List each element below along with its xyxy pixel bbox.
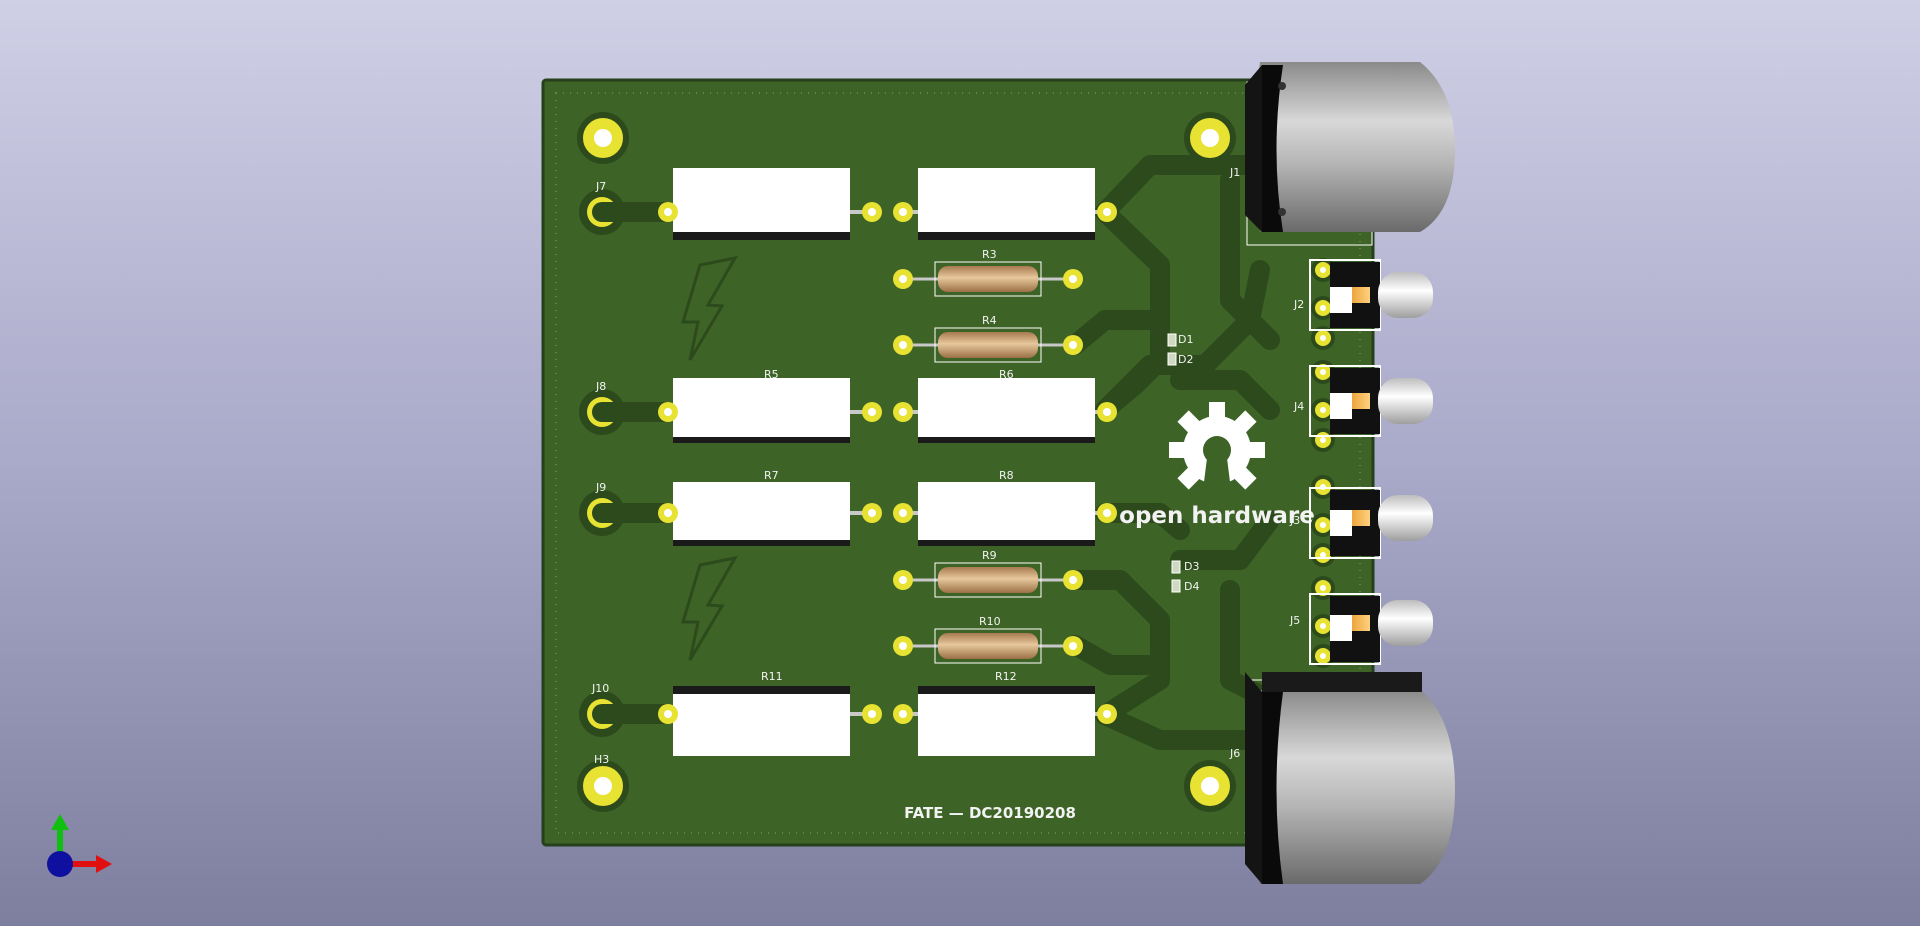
rca-jacks <box>1309 258 1433 668</box>
label-j4: J4 <box>1293 400 1304 413</box>
open-hardware-logo: open hardware <box>1119 402 1315 529</box>
mounting-hole-bottom-left <box>577 760 629 812</box>
label-h3: H3 <box>594 753 609 766</box>
label-r8: R8 <box>999 469 1014 482</box>
orientation-axes <box>47 814 112 877</box>
power-resistor-top-right <box>893 168 1117 240</box>
z-axis-marker <box>47 851 73 877</box>
diode-d1 <box>1167 333 1177 347</box>
power-resistor-r8 <box>893 482 1117 546</box>
logo-text: open hardware <box>1119 503 1315 529</box>
hazard-symbol-top <box>680 255 738 361</box>
diode-d2 <box>1167 352 1177 366</box>
axial-resistor-r10 <box>893 628 1083 664</box>
mounting-hole-top-left <box>577 112 629 164</box>
label-j5: J5 <box>1289 614 1300 627</box>
diode-d3 <box>1171 560 1181 574</box>
connector-j6 <box>1245 672 1455 884</box>
rca-jack-j5 <box>1309 576 1433 668</box>
label-j1: J1 <box>1229 166 1240 179</box>
power-resistor-r5 <box>658 378 882 443</box>
diode-d4 <box>1171 579 1181 593</box>
power-resistor-r11 <box>658 686 882 756</box>
power-resistor-top-left <box>658 168 882 240</box>
label-r7: R7 <box>764 469 779 482</box>
silkscreen-labels: J7 J8 J9 J10 H3 R3 R4 R5 R6 R7 R8 R9 R10… <box>591 166 1304 766</box>
label-j9: J9 <box>595 481 606 494</box>
label-d2: D2 <box>1178 353 1193 366</box>
connector-j1 <box>1245 62 1455 246</box>
power-resistors <box>658 168 1117 756</box>
label-r3: R3 <box>982 248 997 261</box>
gear-icon <box>1169 402 1265 490</box>
label-d1: D1 <box>1178 333 1193 346</box>
x-axis-arrowhead <box>96 855 112 873</box>
axial-resistor-r3 <box>893 261 1083 297</box>
rca-jack-j4 <box>1309 360 1433 452</box>
power-resistor-r12 <box>893 686 1117 756</box>
hazard-symbol-bottom <box>680 555 738 661</box>
mounting-hole-bottom-right <box>1184 760 1236 812</box>
mounting-holes <box>577 112 1236 812</box>
label-r9: R9 <box>982 549 997 562</box>
label-j8: J8 <box>595 380 606 393</box>
board-footer-text: FATE — DC20190208 <box>904 804 1076 822</box>
copper-traces <box>1065 155 1280 750</box>
power-resistor-r6 <box>893 378 1117 443</box>
terminal-pads <box>579 189 678 737</box>
axial-resistor-r4 <box>893 327 1083 363</box>
axial-resistor-r9 <box>893 562 1083 598</box>
power-resistor-r7 <box>658 482 882 546</box>
label-r5: R5 <box>764 368 779 381</box>
rca-jack-j3 <box>1309 475 1433 567</box>
label-r4: R4 <box>982 314 997 327</box>
label-d4: D4 <box>1184 580 1199 593</box>
smd-diodes <box>1167 333 1181 593</box>
label-r6: R6 <box>999 368 1014 381</box>
label-d3: D3 <box>1184 560 1199 573</box>
label-j10: J10 <box>591 682 609 695</box>
mounting-hole-top-right <box>1184 112 1236 164</box>
axial-resistors <box>893 261 1083 664</box>
y-axis-arrowhead <box>51 814 69 830</box>
board-edge-vias <box>555 92 1361 834</box>
label-j6: J6 <box>1229 747 1240 760</box>
label-j2: J2 <box>1293 298 1304 311</box>
label-r12: R12 <box>995 670 1017 683</box>
label-r10: R10 <box>979 615 1001 628</box>
label-r11: R11 <box>761 670 783 683</box>
label-j3: J3 <box>1289 514 1300 527</box>
rca-jack-j2 <box>1309 258 1433 350</box>
label-j7: J7 <box>595 180 606 193</box>
